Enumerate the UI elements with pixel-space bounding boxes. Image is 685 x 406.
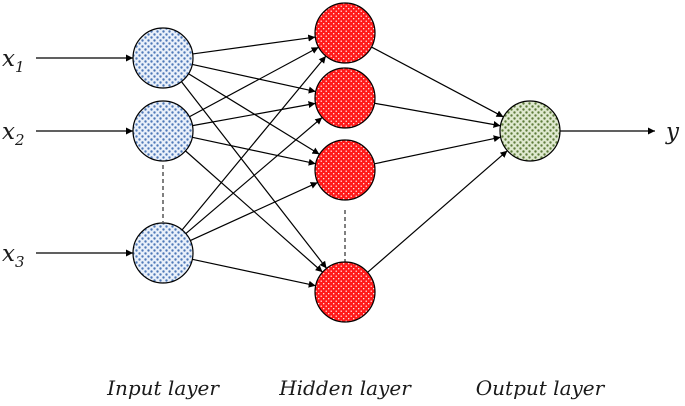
edge-h4-out [367, 150, 508, 273]
edge-h2-out [374, 102, 501, 128]
output-label-y: y [665, 119, 680, 145]
input-label-x3: x3 [2, 241, 25, 271]
hidden-node-4 [314, 261, 376, 323]
connections [36, 34, 655, 288]
edge-in2-h2 [192, 101, 316, 127]
input-label-x1: x1 [2, 46, 25, 76]
edge-h1-out [371, 46, 504, 118]
edge-in1-h1 [192, 34, 316, 55]
input-node-x1 [132, 27, 194, 89]
input-node-x3 [132, 222, 194, 284]
edge-in3-h2 [185, 116, 323, 235]
hidden-layer-label: Hidden layer [278, 376, 412, 400]
hidden-node-2 [314, 67, 376, 129]
hidden-node-3 [314, 139, 376, 201]
input-label-x2: x2 [2, 119, 25, 149]
output-node [499, 100, 561, 162]
edge-in3-h1 [181, 55, 327, 231]
edge-h3-out [374, 135, 501, 165]
input-layer-label: Input layer [106, 376, 220, 400]
hidden-node-1 [314, 2, 376, 64]
output-layer-label: Output layer [476, 376, 606, 400]
edge-in3-h3 [190, 181, 318, 242]
edge-in3-h4 [192, 258, 316, 288]
input-node-x2 [132, 100, 194, 162]
edge-in2-h1 [189, 46, 319, 118]
edge-in1-h2 [192, 63, 316, 94]
edge-in2-h3 [192, 136, 316, 166]
